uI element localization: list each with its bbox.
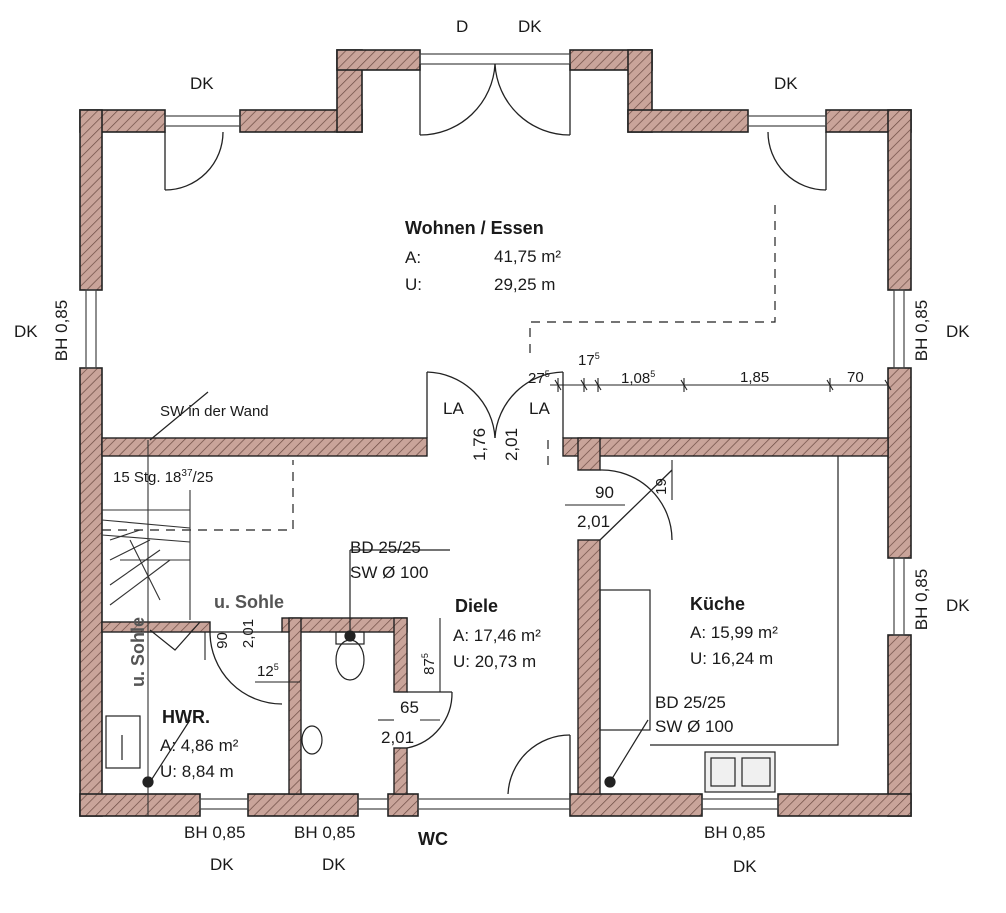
- window-label-bottom-dk-2: DK: [322, 855, 346, 874]
- room-area: A: 15,99 m²: [690, 623, 778, 642]
- door-swings: [164, 63, 827, 795]
- window-label-right-bh-lower: BH 0,85: [912, 568, 932, 631]
- windows: [85, 53, 905, 810]
- annotation-bd-diele: BD 25/25: [350, 538, 421, 557]
- window-label-right-dk-upper: DK: [946, 322, 970, 341]
- window-label-bottom-dk-1: DK: [210, 855, 234, 874]
- room-area: A: 17,46 m²: [453, 626, 541, 645]
- window-label-left-bh: BH 0,85: [52, 299, 72, 362]
- room-area: 41,75 m²: [494, 247, 562, 266]
- room-area: A: 4,86 m²: [160, 736, 239, 755]
- window-label-right-dk-lower: DK: [946, 596, 970, 615]
- inner-walls: [101, 437, 889, 795]
- annotation-la-left: LA: [443, 399, 464, 418]
- dim-1-76: 1,76: [470, 427, 490, 462]
- room-name: Diele: [455, 596, 499, 616]
- dim-1-085: 1,085: [621, 369, 656, 387]
- dim-87-5: 875: [419, 653, 438, 675]
- room-name: Küche: [690, 594, 746, 614]
- dim-19: 19: [652, 478, 670, 495]
- window-label-left-dk: DK: [14, 322, 38, 341]
- fixtures: [105, 391, 839, 793]
- dim-17-5: 175: [578, 351, 600, 369]
- annotation-u-sohle-vertical: u. Sohle: [128, 616, 149, 688]
- annotation-sw-wall: SW in der Wand: [160, 403, 269, 420]
- dim-1-85: 1,85: [740, 369, 770, 386]
- stairs: [101, 440, 191, 816]
- room-name: Wohnen / Essen: [405, 218, 544, 238]
- window-label-bottom-dk-3: DK: [733, 857, 757, 876]
- annotation-sw-diele: SW Ø 100: [350, 563, 429, 582]
- dim-70: 70: [847, 369, 864, 386]
- window-label-top-right: DK: [774, 74, 798, 93]
- dashed-lines: [102, 205, 776, 531]
- dim-90-hwr: 90: [213, 632, 231, 649]
- room-perim: U: 16,24 m: [690, 649, 774, 668]
- room-perim-label: U:: [405, 275, 422, 294]
- dim-65: 65: [400, 698, 419, 717]
- room-perim: 29,25 m: [494, 275, 556, 294]
- room-name: HWR.: [162, 707, 210, 727]
- annotation-bd-kueche: BD 25/25: [655, 693, 726, 712]
- window-label-right-bh-upper: BH 0,85: [912, 299, 932, 362]
- dim-2-01-hwr: 2,01: [240, 618, 258, 649]
- window-label-bottom-bh-3: BH 0,85: [704, 823, 766, 842]
- dim-27-5: 275: [528, 369, 550, 387]
- annotation-sw-kueche: SW Ø 100: [655, 717, 734, 736]
- dim-90-kueche: 90: [595, 483, 614, 502]
- annotation-la-right: LA: [529, 399, 550, 418]
- window-label-top-left: DK: [190, 74, 214, 93]
- dim-2-01-door: 2,01: [502, 427, 522, 462]
- window-label-top-dk: DK: [518, 17, 542, 36]
- room-wc-name: WC: [418, 829, 448, 849]
- room-area-label: A:: [405, 248, 422, 267]
- annotation-u-sohle-horizontal: u. Sohle: [214, 592, 285, 612]
- dim-2-01-wc: 2,01: [381, 728, 415, 747]
- dim-2-01-kueche: 2,01: [577, 512, 611, 531]
- annotation-stairs: 15 Stg. 1837/25: [113, 468, 214, 486]
- window-label-bottom-bh-2: BH 0,85: [294, 823, 356, 842]
- window-label-bottom-bh-1: BH 0,85: [184, 823, 246, 842]
- room-perim: U: 20,73 m: [453, 652, 537, 671]
- dimension-lines: [204, 378, 892, 721]
- dim-12-5: 125: [257, 662, 279, 680]
- window-label-top-d: D: [456, 17, 469, 36]
- room-perim: U: 8,84 m: [160, 762, 234, 781]
